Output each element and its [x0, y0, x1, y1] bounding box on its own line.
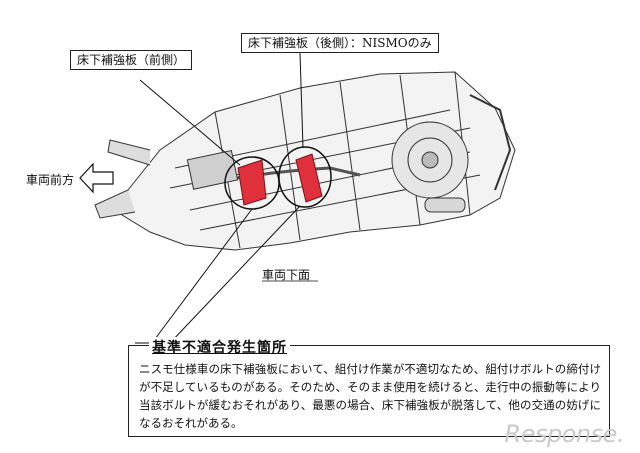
front-direction-arrow [79, 162, 114, 194]
defect-heading: 基準不適合発生箇所 [149, 337, 290, 357]
rear-label-leader [299, 52, 304, 149]
response-watermark: Response. [504, 420, 625, 448]
vehicle-underside-label: 車両下面 [262, 268, 311, 282]
rear-reinforcement-plate [295, 153, 323, 203]
front-reinforcement-plate [237, 159, 267, 206]
defect-leader-2 [169, 205, 301, 344]
defect-description-box: 基準不適合発生箇所 ニスモ仕様車の床下補強板において、組付け作業が不適切なため、… [128, 337, 610, 437]
reinforcement-plates [237, 153, 323, 206]
rear-plate-circle [278, 146, 332, 208]
front-plate-label: 床下補強板（前側） [70, 50, 193, 70]
vehicle-front-label: 車両前方 [26, 173, 75, 187]
defect-description: ニスモ仕様車の床下補強板において、組付け作業が不適切なため、組付けボルトの締付け… [139, 362, 601, 430]
front-label-leader [139, 79, 241, 166]
rear-plate-label: 床下補強板（後側）：NISMOのみ [241, 33, 439, 53]
defect-leader-1 [151, 208, 253, 344]
